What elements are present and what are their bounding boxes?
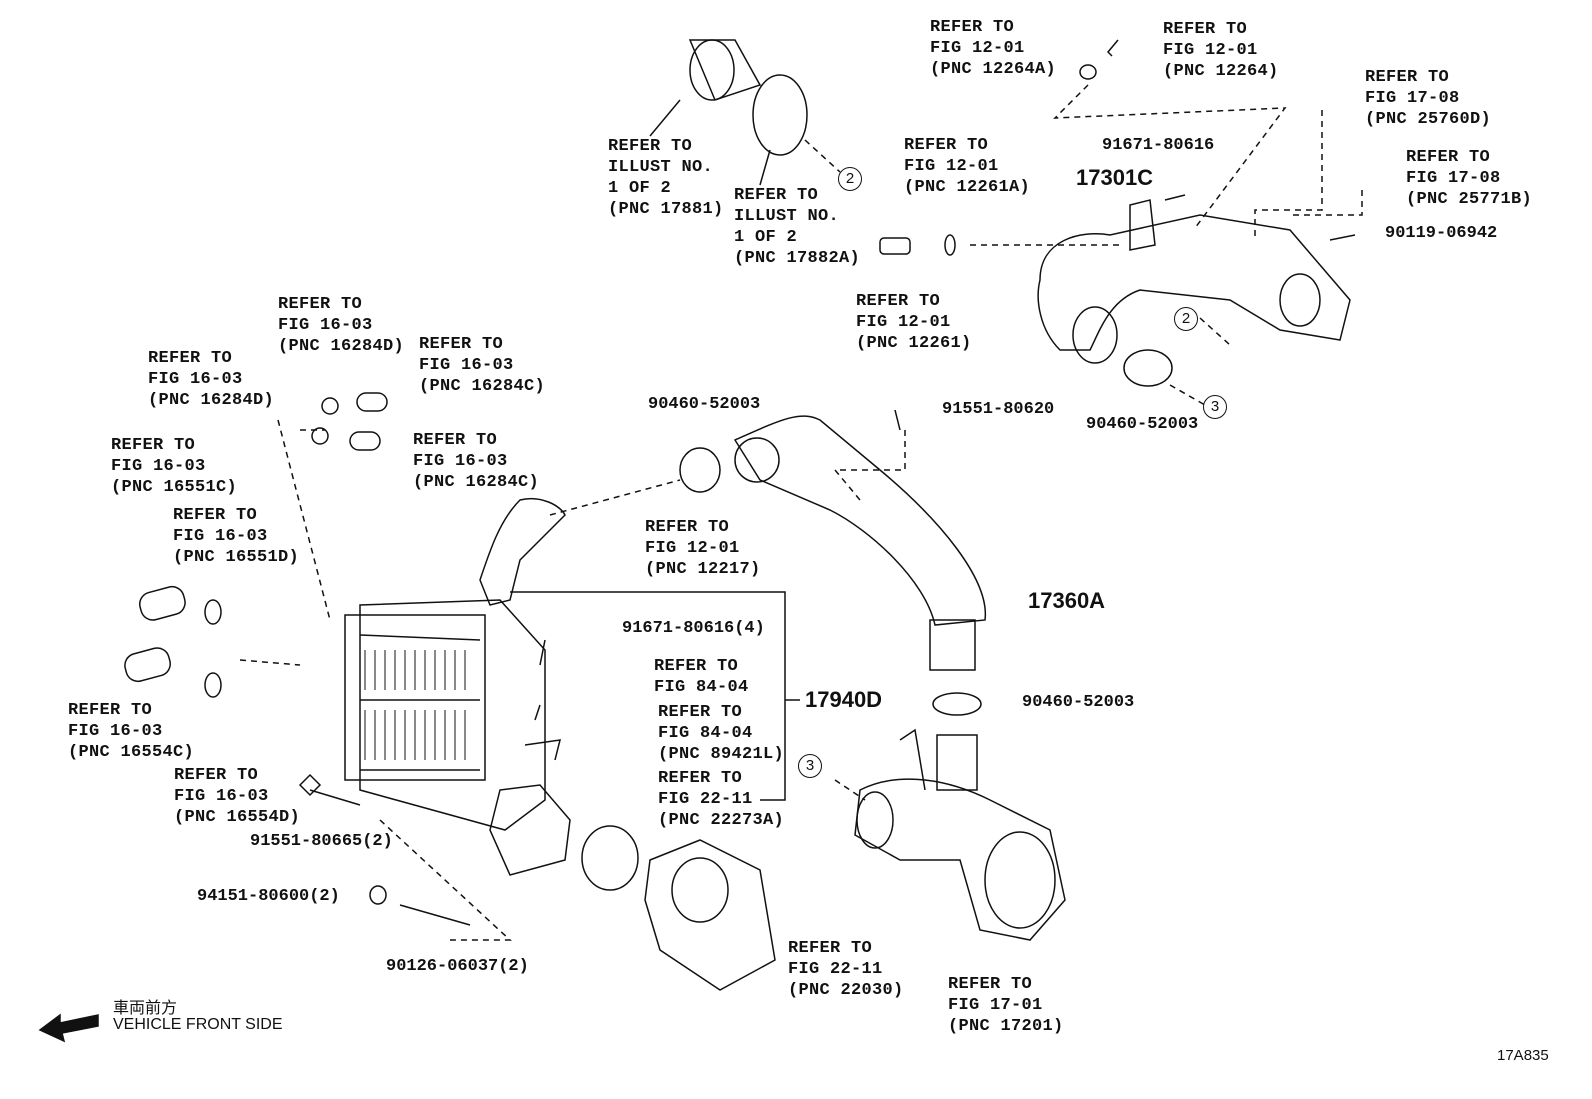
part-17940d[interactable]: 17940D — [805, 687, 883, 712]
ref-label-12217: REFER TO FIG 12-01 (PNC 12217) — [645, 518, 761, 579]
ref-label-17882a: REFER TO ILLUST NO. 1 OF 2 (PNC 17882A) — [734, 186, 861, 268]
ref-label-22030: REFER TO FIG 22-11 (PNC 22030) — [788, 939, 904, 1000]
ref-label-12264: REFER TO FIG 12-01 (PNC 12264) — [1163, 20, 1279, 81]
ref-label-16284c-a: REFER TO FIG 16-03 (PNC 16284C) — [419, 335, 546, 396]
ref-label-25771b: REFER TO FIG 17-08 (PNC 25771B) — [1406, 148, 1533, 209]
part-94151-80600[interactable]: 94151-80600(2) — [197, 887, 340, 906]
part-90460-52003-a[interactable]: 90460-52003 — [1086, 415, 1199, 434]
intercooler-17940d — [344, 498, 571, 876]
turbocharger-17201 — [854, 728, 1066, 941]
callout-3: 3 — [1203, 395, 1227, 419]
ref-label-16284c-b: REFER TO FIG 16-03 (PNC 16284C) — [413, 431, 540, 492]
part-17360a[interactable]: 17360A — [1028, 588, 1106, 613]
ref-label-16551d: REFER TO FIG 16-03 (PNC 16551D) — [173, 506, 300, 567]
throttle-body-22030 — [644, 839, 776, 991]
intercooler-inlet-pipe-17301c — [1037, 199, 1351, 364]
callout-3: 3 — [798, 754, 822, 778]
ref-label-16284d-a: REFER TO FIG 16-03 (PNC 16284D) — [278, 295, 405, 356]
callout-2: 2 — [838, 167, 862, 191]
ref-label-16551c: REFER TO FIG 16-03 (PNC 16551C) — [111, 436, 238, 497]
part-90119-06942[interactable]: 90119-06942 — [1385, 224, 1498, 243]
ref-label-16284d-b: REFER TO FIG 16-03 (PNC 16284D) — [148, 349, 275, 410]
ref-label-22273a: REFER TO FIG 22-11 (PNC 22273A) — [658, 769, 785, 830]
direction-label-jp: 車両前方 — [113, 1000, 178, 1017]
ref-label-12261a: REFER TO FIG 12-01 (PNC 12261A) — [904, 136, 1031, 197]
ref-label-17881: REFER TO ILLUST NO. 1 OF 2 (PNC 17881) — [608, 137, 724, 219]
ref-label-8404: REFER TO FIG 84-04 — [654, 657, 749, 697]
ref-label-89421l: REFER TO FIG 84-04 (PNC 89421L) — [658, 703, 785, 764]
gasket-22273a — [581, 825, 639, 891]
part-91671-80616[interactable]: 91671-80616 — [1102, 136, 1215, 155]
part-17301c[interactable]: 17301C — [1076, 165, 1154, 190]
ref-label-25760d: REFER TO FIG 17-08 (PNC 25760D) — [1365, 68, 1492, 129]
part-90460-52003-b[interactable]: 90460-52003 — [648, 395, 761, 414]
part-90460-52003-c[interactable]: 90460-52003 — [1022, 693, 1135, 712]
intake-hose-17881 — [688, 39, 762, 101]
part-91671-80616-4[interactable]: 91671-80616(4) — [622, 619, 765, 638]
ref-label-17201: REFER TO FIG 17-01 (PNC 17201) — [948, 975, 1064, 1036]
hose-clamp-90460-b — [679, 447, 721, 493]
ref-label-12261: REFER TO FIG 12-01 (PNC 12261) — [856, 292, 972, 353]
ref-label-16554d: REFER TO FIG 16-03 (PNC 16554D) — [174, 766, 301, 827]
part-91551-80665[interactable]: 91551-80665(2) — [250, 832, 393, 851]
ref-label-12264a: REFER TO FIG 12-01 (PNC 12264A) — [930, 18, 1057, 79]
hose-clamp-17882a — [752, 74, 808, 156]
intercooler-outlet-pipe-17360a — [733, 415, 987, 671]
front-arrow — [38, 1013, 99, 1043]
direction-label-en: VEHICLE FRONT SIDE — [113, 1016, 283, 1033]
hose-clamp-90460-c — [932, 692, 982, 716]
hose-clamp-90460-a — [1123, 349, 1173, 387]
part-91551-80620[interactable]: 91551-80620 — [942, 400, 1055, 419]
callout-2: 2 — [1174, 307, 1198, 331]
part-90126-06037[interactable]: 90126-06037(2) — [386, 957, 529, 976]
ref-label-16554c: REFER TO FIG 16-03 (PNC 16554C) — [68, 701, 195, 762]
figure-id: 17A835 — [1497, 1047, 1549, 1064]
